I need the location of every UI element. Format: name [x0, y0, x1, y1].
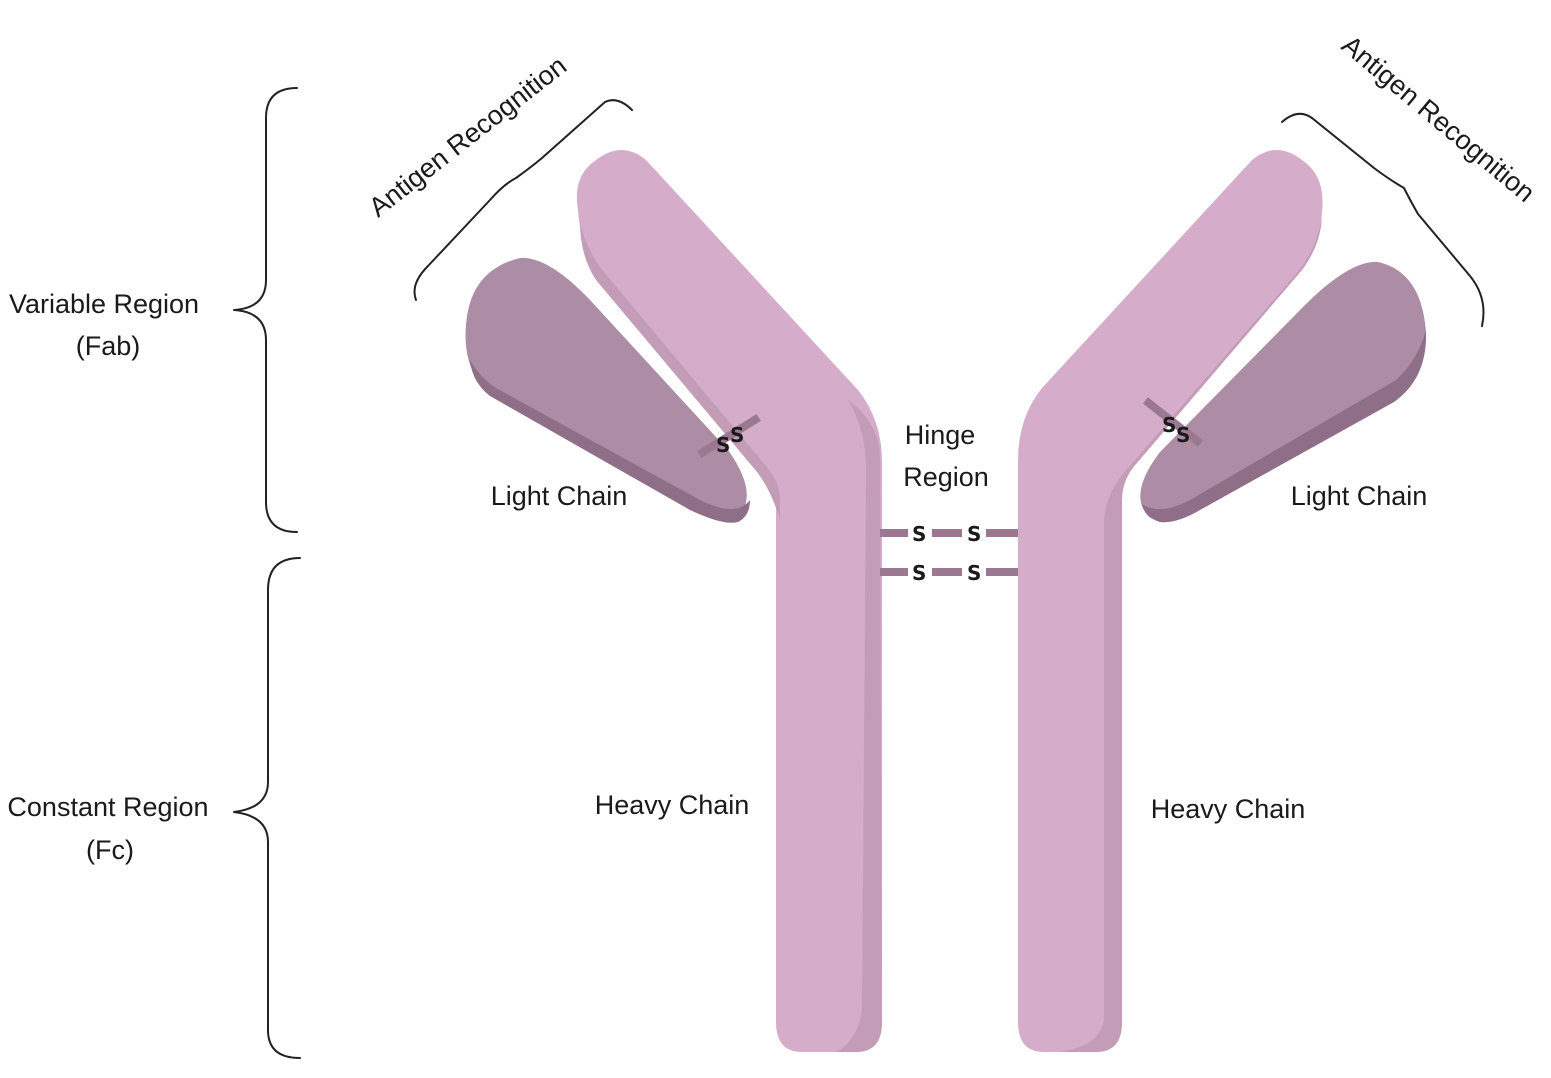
disulfide-symbol: S: [730, 423, 744, 447]
variable-region-label-abbr: (Fab): [76, 331, 141, 361]
heavy-chain-left-body: [576, 150, 882, 1052]
heavy-chain-left-shade-lower: [836, 400, 882, 1052]
disulfide-symbol: S: [967, 561, 981, 585]
disulfide-symbol: S: [1162, 413, 1176, 437]
hinge-bond-bar: [986, 529, 1018, 537]
disulfide-symbol: S: [1176, 423, 1190, 447]
heavy-chain-right-shade-upper: [1060, 218, 1322, 1052]
heavy-chain-label-left: Heavy Chain: [595, 790, 750, 820]
light-chain-label-left: Light Chain: [491, 481, 628, 511]
constant-region-label-abbr: (Fc): [86, 835, 134, 865]
antigen-recognition-label-left: Antigen Recognition: [363, 50, 572, 222]
heavy-chain-right: [1018, 150, 1323, 1052]
hinge-bond-bar: [880, 568, 908, 576]
light-chain-right-body: [1140, 261, 1426, 521]
heavy-chain-right-body: [1018, 150, 1323, 1052]
variable-region-brace: [233, 87, 298, 533]
heavy-chain-label-right: Heavy Chain: [1151, 794, 1306, 824]
light-chain-label-right: Light Chain: [1291, 481, 1428, 511]
disulfide-symbol: S: [967, 522, 981, 546]
hinge-bond-bar: [880, 529, 908, 537]
disulfide-bar-right-light: [1142, 397, 1204, 447]
hinge-disulfide-bond-upper: S S: [880, 522, 1018, 546]
disulfide-bond-left-light: S S: [697, 414, 761, 458]
disulfide-bond-right-light: S S: [1142, 397, 1204, 447]
variable-region-label: Variable Region: [9, 289, 199, 319]
hinge-region-label: Hinge: [905, 420, 976, 450]
constant-region-brace: [233, 557, 301, 1059]
disulfide-bar-left-light: [697, 414, 761, 458]
constant-region-label: Constant Region: [7, 792, 208, 822]
hinge-bond-bar: [932, 529, 962, 537]
antigen-recognition-bracket-left: [413, 99, 633, 301]
hinge-bond-bar: [932, 568, 962, 576]
light-chain-left: [465, 257, 750, 523]
disulfide-symbol: S: [716, 433, 730, 457]
antigen-recognition-label-right: Antigen Recognition: [1336, 30, 1540, 208]
heavy-chain-left: [576, 150, 882, 1052]
light-chain-left-body: [465, 257, 747, 521]
hinge-region-label-line2: Region: [903, 462, 989, 492]
disulfide-symbol: S: [912, 561, 926, 585]
disulfide-symbol: S: [912, 522, 926, 546]
hinge-bond-bar: [986, 568, 1018, 576]
antigen-recognition-bracket-right: [1281, 112, 1485, 327]
hinge-disulfide-bond-lower: S S: [880, 561, 1018, 585]
light-chain-right: [1140, 261, 1427, 523]
heavy-chain-left-shade-upper: [580, 222, 780, 520]
